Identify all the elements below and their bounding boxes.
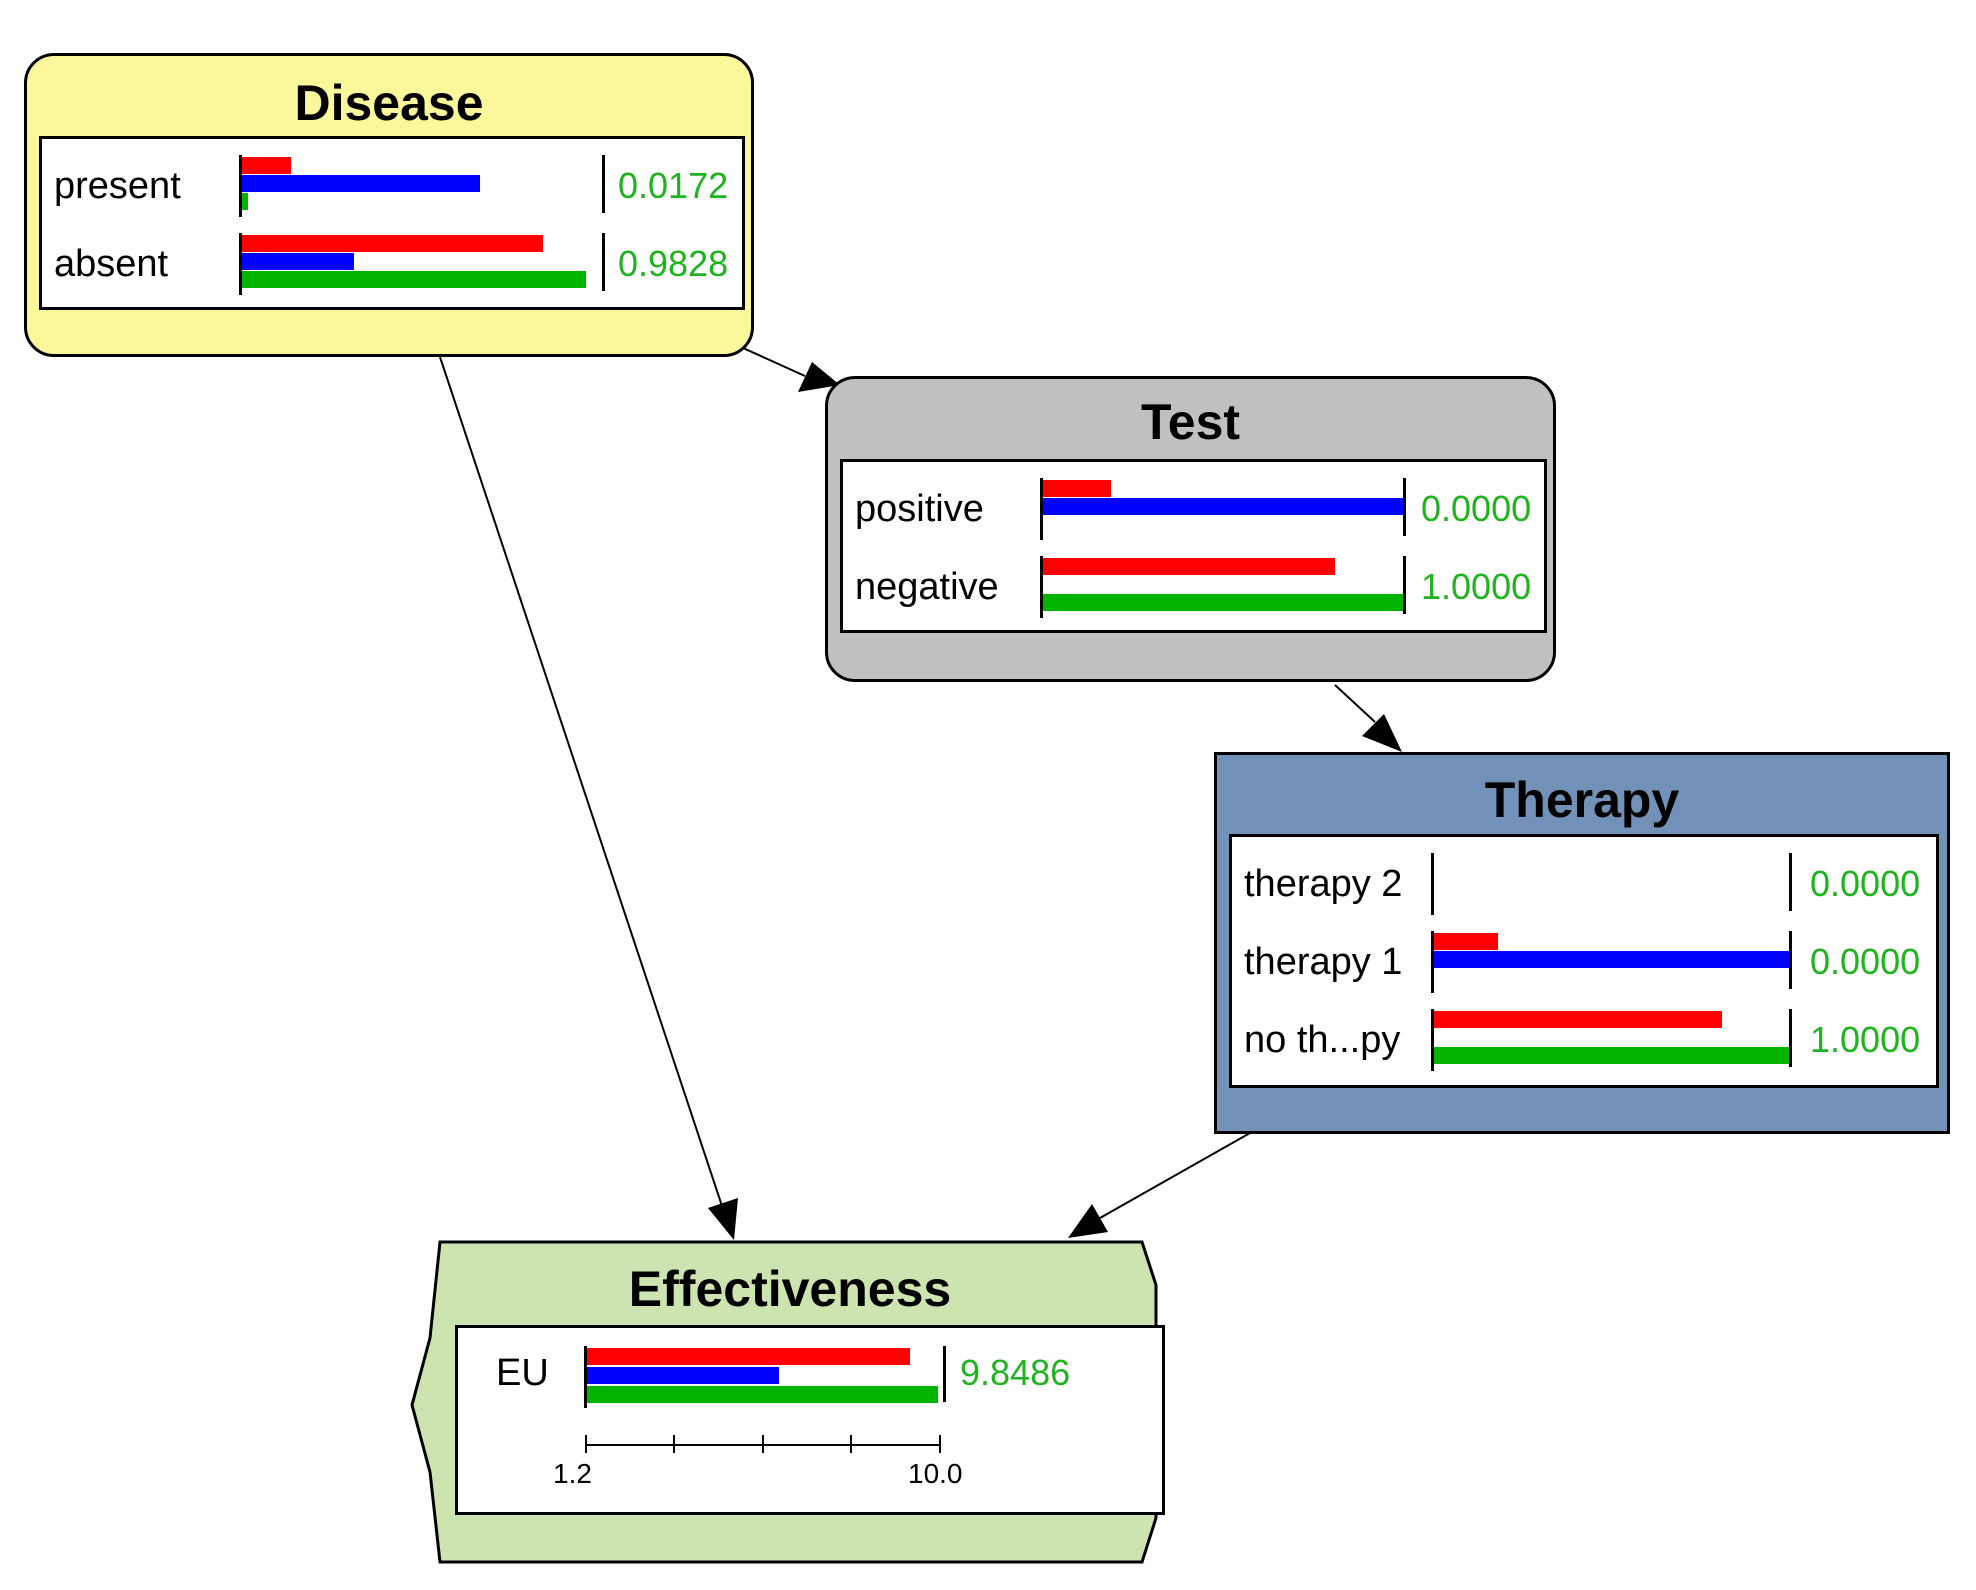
bar-red (1043, 480, 1111, 497)
edge-therapy-effectiveness (1068, 1132, 1251, 1238)
bar-red (242, 157, 291, 174)
edge-test-therapy (1334, 684, 1402, 752)
state-value: 0.9828 (618, 243, 729, 284)
bar-axis-line (239, 155, 242, 217)
bar-green (242, 271, 586, 288)
scale-min-label: 1.2 (553, 1458, 592, 1489)
state-row: present 0.0172 (42, 151, 742, 221)
scale-max-label: 10.0 (908, 1458, 963, 1489)
value-separator (1789, 931, 1792, 989)
test-title: Test (1140, 394, 1241, 450)
state-row: EU 9.8486 (458, 1340, 1162, 1410)
bar-green (242, 193, 248, 210)
edge-disease-test (742, 347, 840, 392)
state-value: 0.0000 (1421, 488, 1532, 529)
state-label: therapy 2 (1244, 863, 1403, 905)
bar-green (587, 1386, 938, 1403)
value-separator (943, 1346, 946, 1402)
state-label: absent (54, 243, 169, 285)
state-label: no th...py (1244, 1019, 1401, 1061)
bar-blue (587, 1367, 779, 1384)
bar-axis-line (239, 233, 242, 295)
bar-axis-line (1431, 1009, 1434, 1071)
test-states-panel: positive 0.0000 negative 1.0000 (840, 459, 1547, 633)
state-row: negative 1.0000 (843, 552, 1544, 622)
bar-blue (1434, 951, 1789, 968)
state-row: absent 0.9828 (42, 229, 742, 299)
test-node[interactable]: Test positive 0.0000 negative 1.0000 (825, 376, 1556, 682)
bar-green (1434, 1047, 1789, 1064)
state-label: negative (855, 566, 999, 608)
bar-axis-line (1040, 556, 1043, 618)
value-separator (1403, 478, 1406, 536)
effectiveness-title: Effectiveness (628, 1261, 952, 1317)
bar-blue (1043, 498, 1403, 515)
bar-blue (242, 175, 480, 192)
state-value: 1.0000 (1421, 566, 1532, 607)
state-row: therapy 2 0.0000 (1232, 849, 1936, 919)
therapy-states-panel: therapy 2 0.0000 therapy 1 0.0000 no th...py… (1229, 834, 1939, 1088)
bar-axis-line (1040, 478, 1043, 540)
state-value: 0.0000 (1810, 941, 1921, 982)
therapy-title: Therapy (1484, 772, 1680, 828)
value-separator (602, 155, 605, 213)
utility-scale-axis (585, 1435, 941, 1453)
state-label: present (54, 165, 181, 207)
bar-red (587, 1348, 910, 1365)
state-label: EU (496, 1352, 549, 1394)
state-value: 1.0000 (1810, 1019, 1921, 1060)
bar-red (1434, 933, 1498, 950)
bar-red (1043, 558, 1335, 575)
bar-red (242, 235, 543, 252)
state-value: 9.8486 (960, 1352, 1071, 1393)
state-row: therapy 1 0.0000 (1232, 927, 1936, 997)
bar-axis-line (1431, 931, 1434, 993)
disease-title: Disease (294, 75, 484, 131)
state-value: 0.0172 (618, 165, 729, 206)
state-value: 0.0000 (1810, 863, 1921, 904)
bar-red (1434, 1011, 1722, 1028)
state-row: positive 0.0000 (843, 474, 1544, 544)
state-label: therapy 1 (1244, 941, 1403, 983)
state-row: no th...py 1.0000 (1232, 1005, 1936, 1075)
effectiveness-states-panel: EU 9.8486 1.2 10.0 (455, 1325, 1165, 1515)
disease-node[interactable]: Disease present 0.0172 absent 0.9828 (24, 53, 754, 357)
bar-green (1043, 594, 1403, 611)
value-separator (1789, 1009, 1792, 1067)
bar-blue (242, 253, 354, 270)
bar-axis-line (1431, 853, 1434, 915)
value-separator (602, 233, 605, 291)
value-separator (1403, 556, 1406, 614)
therapy-node[interactable]: Therapy therapy 2 0.0000 therapy 1 0.0000 no… (1214, 752, 1950, 1134)
bar-axis-line (584, 1346, 587, 1408)
disease-states-panel: present 0.0172 absent 0.9828 (39, 136, 745, 310)
state-label: positive (855, 488, 984, 530)
edge-disease-effectiveness (439, 356, 738, 1240)
effectiveness-node[interactable]: Effectiveness EU 9.8486 1.2 10.0 (400, 1240, 1180, 1570)
value-separator (1789, 853, 1792, 911)
